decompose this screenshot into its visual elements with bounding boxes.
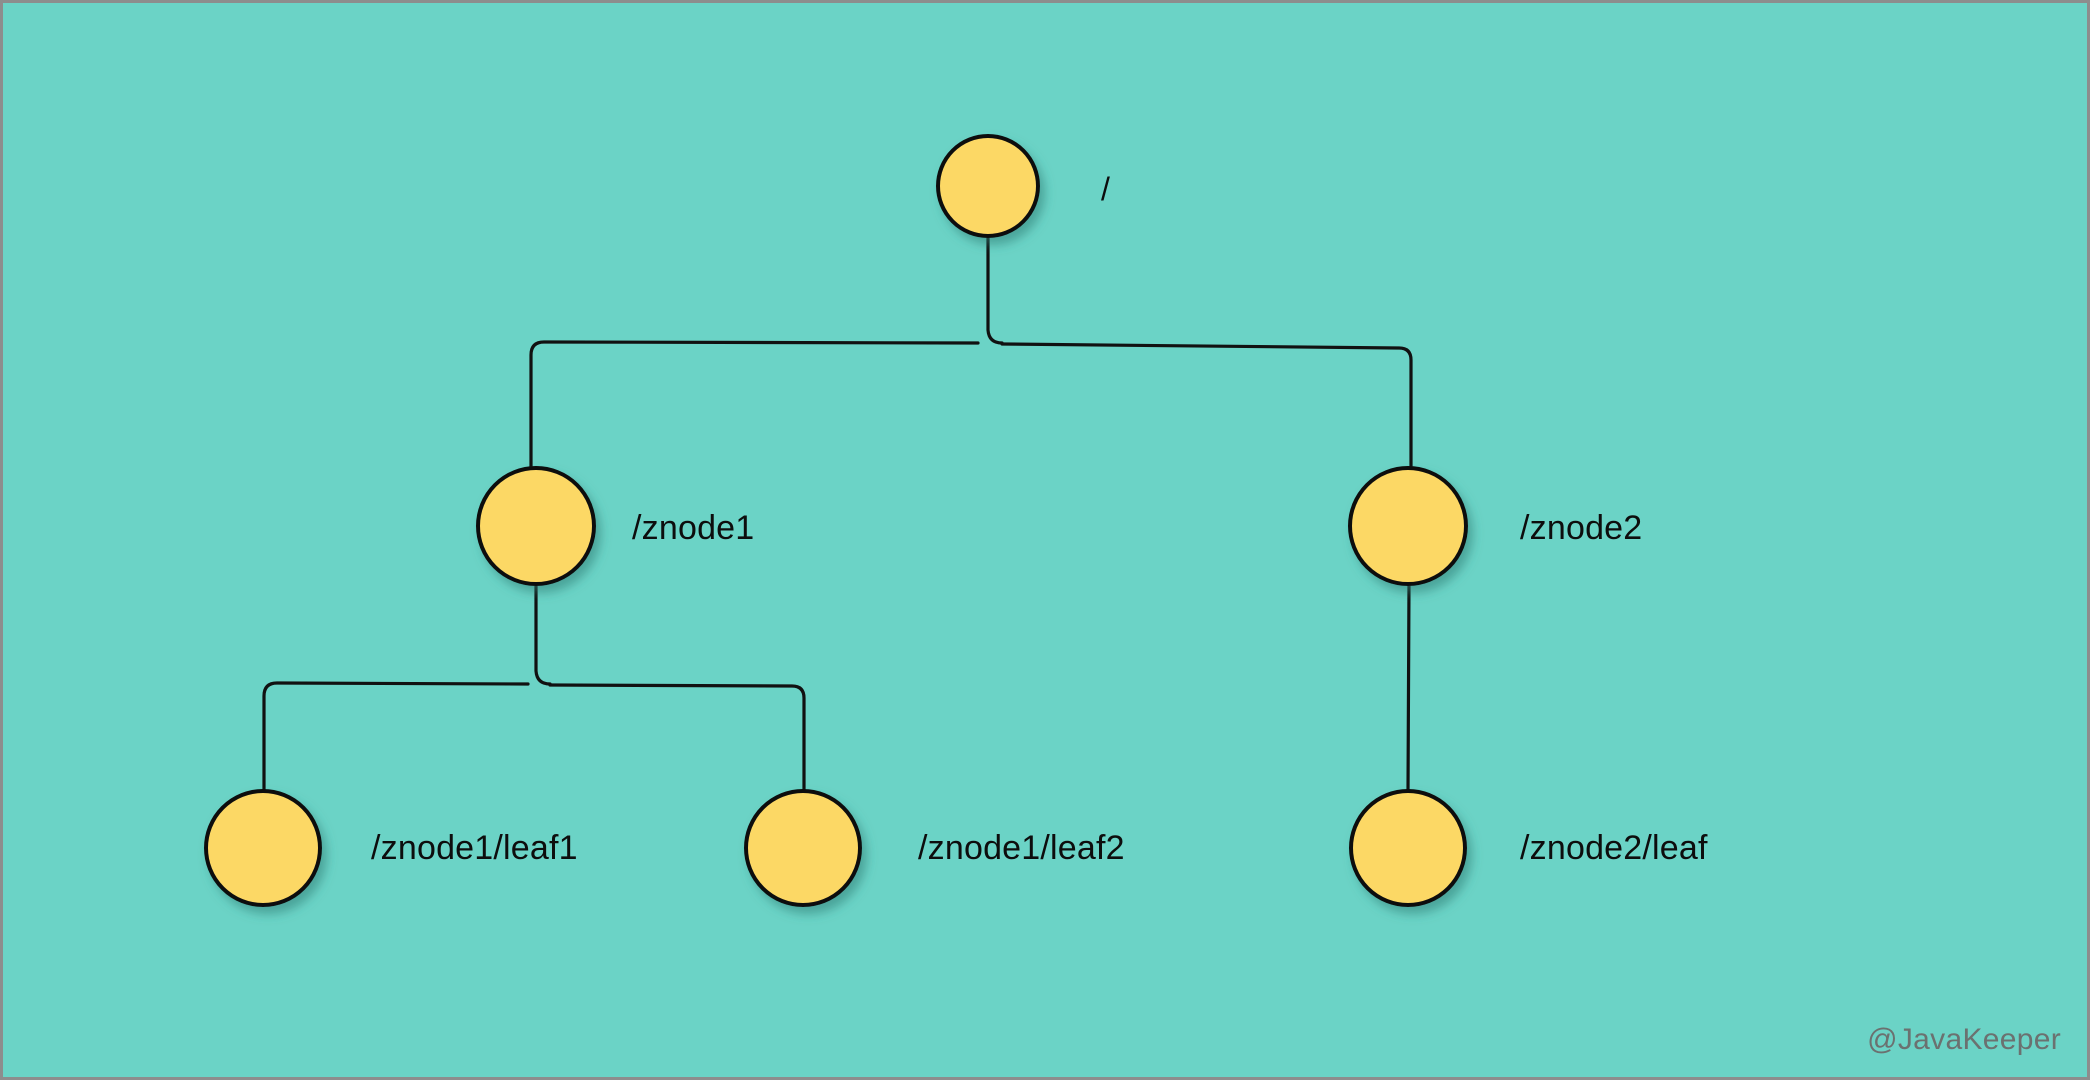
node-label-znode2-leaf: /znode2/leaf <box>1520 829 1708 867</box>
node-label-znode1-leaf2: /znode1/leaf2 <box>918 829 1125 867</box>
node-znode2[interactable] <box>1348 466 1468 586</box>
watermark-javakeeper: @JavaKeeper <box>1867 1023 2061 1056</box>
node-label-znode1: /znode1 <box>632 509 755 547</box>
connector-znode1-leaf2 <box>548 683 806 793</box>
connector-layer <box>262 234 1413 793</box>
connector-znode2-leaf <box>1406 582 1411 793</box>
connector-znode1-leaf1 <box>262 681 530 793</box>
node-znode1-leaf1[interactable] <box>204 789 322 907</box>
node-label-znode1-leaf1: /znode1/leaf1 <box>371 829 578 867</box>
node-label-root: / <box>1101 171 1111 207</box>
node-znode2-leaf[interactable] <box>1349 789 1467 907</box>
connector-root-stem <box>986 234 1004 345</box>
connector-root-znode2 <box>1000 342 1413 470</box>
node-znode1-leaf2[interactable] <box>744 789 862 907</box>
node-label-znode2: /znode2 <box>1520 509 1643 547</box>
connector-znode1-stem <box>534 582 552 686</box>
node-layer <box>204 134 1468 907</box>
connector-root-znode1 <box>529 340 980 470</box>
node-znode1[interactable] <box>476 466 596 586</box>
node-root[interactable] <box>936 134 1040 238</box>
diagram-svg <box>204 134 1468 907</box>
